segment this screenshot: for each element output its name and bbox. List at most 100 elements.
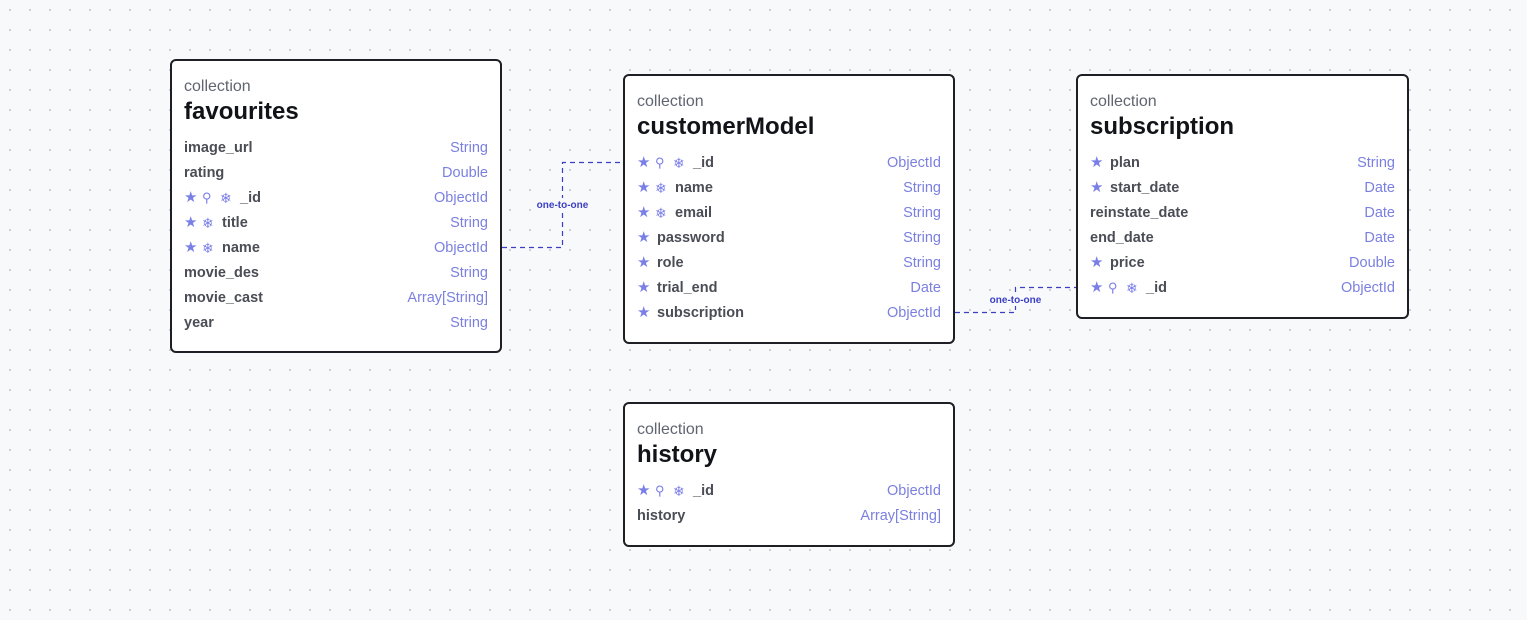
collection-name: subscription xyxy=(1090,113,1235,140)
field-name: plan xyxy=(1110,154,1140,171)
field-type: String xyxy=(903,204,941,221)
field-row-subscription[interactable]: ★ subscription ObjectId xyxy=(637,300,941,325)
collection-name: customerModel xyxy=(637,113,815,140)
star-icon: ★ xyxy=(184,238,198,256)
field-icons: ★⚲❄ xyxy=(637,154,693,171)
star-icon: ★ xyxy=(1090,178,1104,196)
snowflake-icon: ❄ xyxy=(220,189,232,206)
field-type: String xyxy=(450,214,488,231)
field-type: Date xyxy=(1364,179,1395,196)
field-type: ObjectId xyxy=(887,304,941,321)
field-type: String xyxy=(450,139,488,156)
field-name: _id xyxy=(693,154,714,171)
field-name: password xyxy=(657,229,725,246)
star-icon: ★ xyxy=(637,303,651,321)
field-icons: ★❄ xyxy=(184,238,222,256)
field-type: Double xyxy=(1349,254,1395,271)
field-icons: ★❄ xyxy=(637,203,675,221)
field-name: _id xyxy=(1146,279,1167,296)
field-type: String xyxy=(903,229,941,246)
field-type: String xyxy=(450,264,488,281)
key-icon: ⚲ xyxy=(655,482,665,498)
field-name: movie_cast xyxy=(184,289,263,306)
field-type: Date xyxy=(1364,229,1395,246)
field-name: rating xyxy=(184,164,225,181)
field-name: subscription xyxy=(657,304,745,321)
field-name: price xyxy=(1110,254,1145,271)
star-icon: ★ xyxy=(637,481,651,499)
field-name: year xyxy=(184,314,214,331)
field-type: String xyxy=(450,314,488,331)
field-row-price[interactable]: ★ price Double xyxy=(1090,250,1395,275)
field-row-movie_cast[interactable]: movie_cast Array[String] xyxy=(184,285,488,310)
snowflake-icon: ❄ xyxy=(202,239,214,256)
star-icon: ★ xyxy=(637,278,651,296)
relation-edge[interactable] xyxy=(502,161,623,249)
snowflake-icon: ❄ xyxy=(673,482,685,499)
field-icons: ★ xyxy=(637,303,657,321)
field-icons: ★⚲❄ xyxy=(1090,278,1146,296)
collection-name: favourites xyxy=(184,98,299,125)
field-name: _id xyxy=(240,189,261,206)
field-name: end_date xyxy=(1090,229,1154,246)
field-type: ObjectId xyxy=(434,239,488,256)
field-row-year[interactable]: year String xyxy=(184,310,488,335)
star-icon: ★ xyxy=(184,213,198,231)
field-icons: ★❄ xyxy=(184,213,222,231)
collection-kind-label: collection xyxy=(184,78,251,95)
field-icons: ★ xyxy=(1090,253,1110,271)
field-type: ObjectId xyxy=(887,482,941,499)
key-icon: ⚲ xyxy=(655,154,665,170)
field-type: ObjectId xyxy=(434,189,488,206)
snowflake-icon: ❄ xyxy=(655,179,667,196)
field-type: String xyxy=(1357,154,1395,171)
snowflake-icon: ❄ xyxy=(1126,279,1138,296)
field-icons: ★ xyxy=(637,255,657,270)
field-name: movie_des xyxy=(184,264,259,281)
field-name: history xyxy=(637,507,686,524)
field-row-end_date[interactable]: end_date Date xyxy=(1090,225,1395,250)
field-type: ObjectId xyxy=(887,154,941,171)
snowflake-icon: ❄ xyxy=(655,204,667,221)
field-type: String xyxy=(903,179,941,196)
field-row-movie_des[interactable]: movie_des String xyxy=(184,260,488,285)
field-name: email xyxy=(675,204,713,221)
star-icon: ★ xyxy=(637,203,651,221)
snowflake-icon: ❄ xyxy=(202,214,214,231)
relation-edge[interactable] xyxy=(955,286,1076,314)
field-icons: ★ xyxy=(637,278,657,296)
snowflake-icon: ❄ xyxy=(673,154,685,171)
field-name: name xyxy=(675,179,713,196)
star-icon: ★ xyxy=(1090,278,1104,296)
field-type: Array[String] xyxy=(407,289,488,306)
field-type: String xyxy=(903,254,941,271)
star-icon: ★ xyxy=(184,188,198,206)
star-icon: ★ xyxy=(1090,253,1104,271)
collection-name: history xyxy=(637,441,718,468)
